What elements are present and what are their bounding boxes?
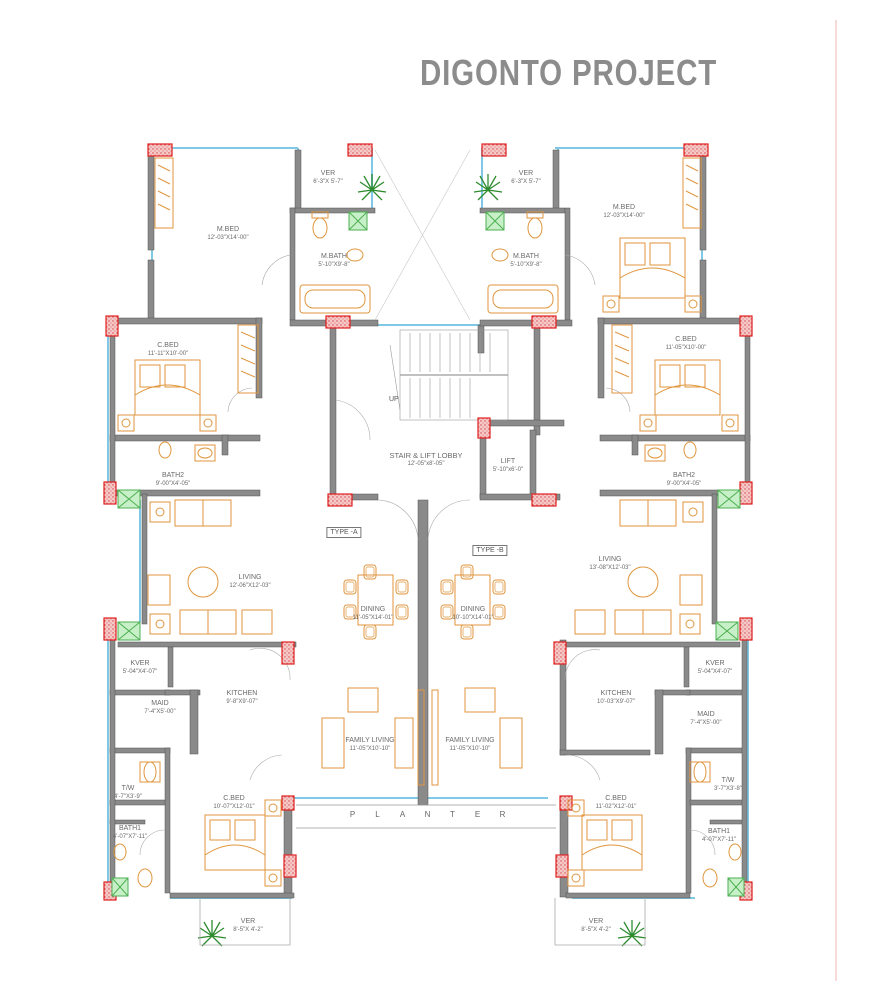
- type-b-tag: TYPE -B: [472, 545, 508, 556]
- planter-letter: R: [499, 810, 506, 819]
- type-a-tag: TYPE -A: [326, 527, 362, 538]
- planter-letter: L: [375, 810, 380, 819]
- structural-columns: [103, 143, 753, 901]
- planter-band: [296, 804, 556, 829]
- duct-shafts: [111, 211, 745, 897]
- planter-letter: T: [450, 810, 455, 819]
- planter-letter: N: [424, 810, 431, 819]
- void-diagonals: [374, 149, 471, 321]
- page-title: DIGONTO PROJECT: [420, 52, 718, 93]
- door-swings: [139, 254, 716, 856]
- planter-letter: E: [474, 810, 481, 819]
- planter-letter: P: [349, 810, 356, 819]
- stair-up-label: UP: [389, 396, 399, 403]
- walls: [109, 149, 751, 899]
- furniture: [113, 157, 742, 888]
- plant-icon: [197, 174, 647, 947]
- stair: [389, 329, 509, 421]
- planter-letter: A: [399, 810, 406, 819]
- verandah-rails: [199, 898, 646, 946]
